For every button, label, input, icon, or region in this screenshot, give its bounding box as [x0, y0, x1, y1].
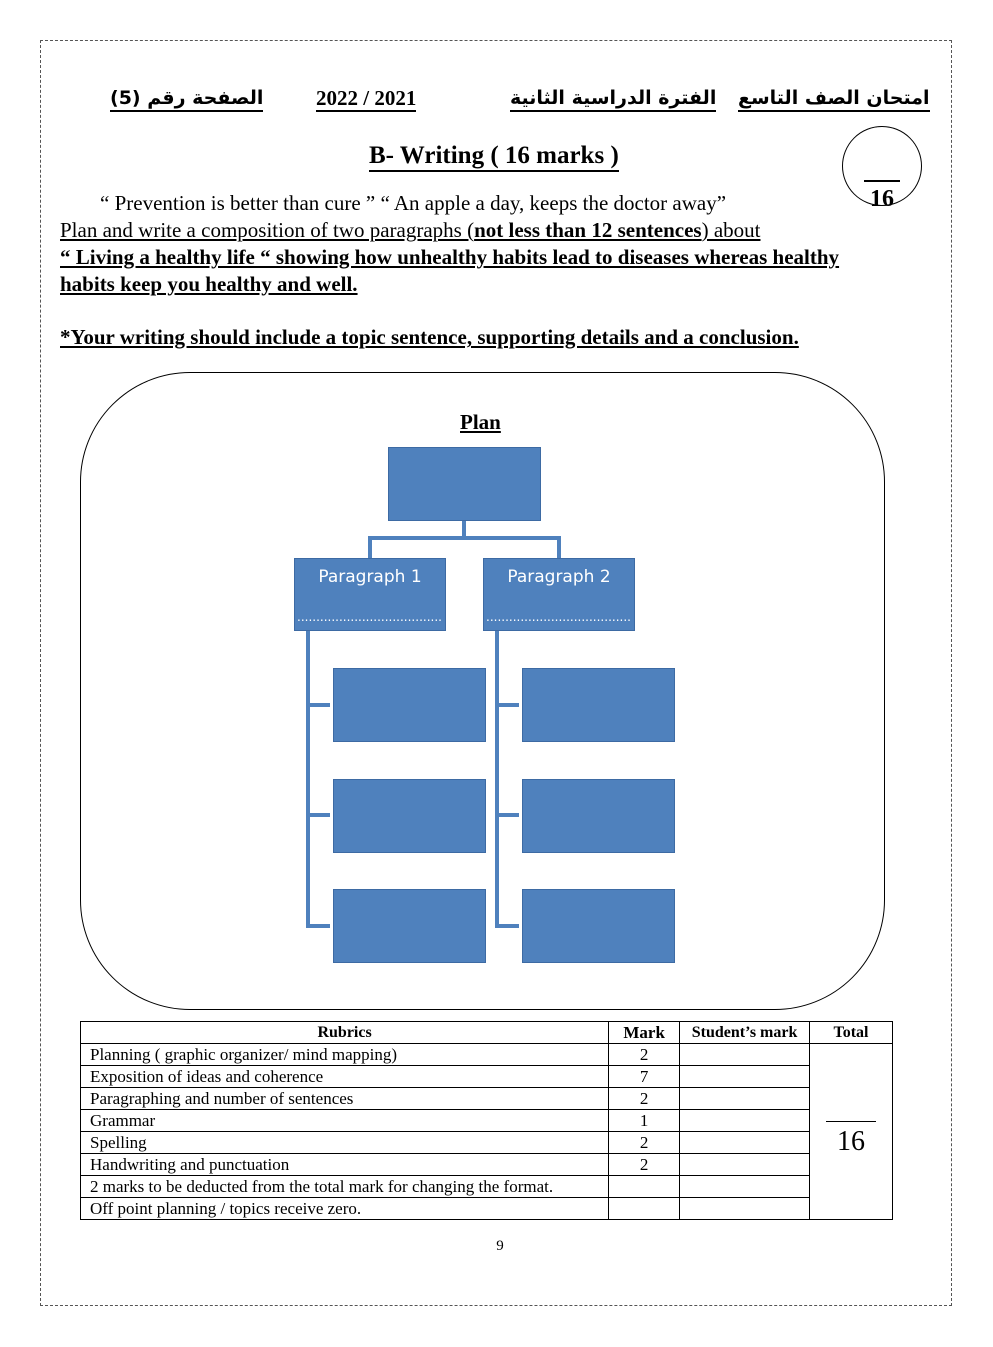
rubric-mark: [608, 1197, 681, 1220]
rubric-table: Rubrics Mark Student’s mark Total Planni…: [79, 1021, 893, 1220]
rubric-criterion: Paragraphing and number of sentences: [79, 1087, 610, 1110]
topic-line-1: “ Living a healthy life “ showing how un…: [60, 245, 840, 269]
rubric-header-row: Rubrics Mark Student’s mark Total: [79, 1021, 893, 1044]
rubric-criterion: Exposition of ideas and coherence: [79, 1065, 610, 1088]
student-mark-cell[interactable]: [679, 1175, 810, 1198]
writing-note: *Your writing should include a topic sen…: [60, 325, 799, 349]
rubric-mark: 2: [608, 1153, 681, 1176]
quote-line: “ Prevention is better than cure ” “ An …: [100, 191, 727, 215]
p2-detail-box-2: [522, 779, 675, 853]
term-label: الفترة الدراسية الثانية: [510, 86, 717, 112]
score-circle: [842, 126, 922, 206]
student-mark-cell[interactable]: [679, 1043, 810, 1066]
p1-detail-box-2: [333, 779, 486, 853]
plan-frame: [80, 372, 885, 1010]
sentence-requirement: not less than 12 sentences: [474, 218, 702, 242]
instruction-line-1a: Plan and write a composition of two para…: [60, 218, 475, 242]
connector-right-drop: [557, 536, 561, 558]
page-label: الصفحة رقم (5): [110, 86, 264, 112]
header-total: Total: [809, 1021, 893, 1044]
exam-title: امتحان الصف التاسع: [738, 86, 930, 112]
p1-detail-box-1: [333, 668, 486, 742]
rubric-mark: 7: [608, 1065, 681, 1088]
topic-line-2: habits keep you healthy and well.: [60, 272, 358, 296]
table-row: Spelling 2: [79, 1131, 893, 1154]
student-mark-cell[interactable]: [679, 1197, 810, 1220]
student-mark-cell[interactable]: [679, 1109, 810, 1132]
paragraph-2-dots: ........................................…: [486, 610, 632, 624]
academic-year: 2022 / 2021: [316, 86, 417, 112]
rubric-mark: 1: [608, 1109, 681, 1132]
student-mark-cell[interactable]: [679, 1153, 810, 1176]
p2-detail-box-1: [522, 668, 675, 742]
page-label-number: (5): [110, 87, 141, 109]
student-mark-cell[interactable]: [679, 1131, 810, 1154]
table-row: Paragraphing and number of sentences 2: [79, 1087, 893, 1110]
connector-top: [462, 520, 466, 538]
page-label-text: الصفحة رقم: [147, 87, 264, 109]
student-mark-cell[interactable]: [679, 1087, 810, 1110]
paragraph-1-box: Paragraph 1 ............................…: [294, 558, 446, 631]
p2-detail-box-3: [522, 889, 675, 963]
rubric-mark: 2: [608, 1087, 681, 1110]
student-mark-cell[interactable]: [679, 1065, 810, 1088]
paragraph-1-dots: ........................................…: [297, 610, 443, 624]
total-value: 16: [837, 1125, 865, 1157]
rubric-criterion: Handwriting and punctuation: [79, 1153, 610, 1176]
rubric-mark: 2: [608, 1043, 681, 1066]
rubric-criterion: Spelling: [79, 1131, 610, 1154]
rubric-criterion: Planning ( graphic organizer/ mind mappi…: [79, 1043, 610, 1066]
page-border: [40, 40, 952, 1306]
rubric-mark: [608, 1175, 681, 1198]
header-rubrics: Rubrics: [79, 1021, 610, 1044]
table-row: Exposition of ideas and coherence 7: [79, 1065, 893, 1088]
header-students-mark: Student’s mark: [679, 1021, 810, 1044]
instruction-line-1c: ) about: [701, 218, 761, 242]
section-title: B- Writing ( 16 marks ): [369, 142, 619, 172]
paragraph-2-label: Paragraph 2: [507, 567, 611, 587]
connector-p2-branch-2: [495, 813, 519, 817]
plan-title: Plan: [460, 410, 501, 434]
connector-horizontal: [368, 536, 561, 540]
connector-p1-branch-3: [306, 924, 330, 928]
page-number: 9: [496, 1238, 504, 1254]
main-idea-box: [388, 447, 541, 521]
paragraph-1-label: Paragraph 1: [318, 567, 422, 587]
rubric-criterion: 2 marks to be deducted from the total ma…: [79, 1175, 610, 1198]
table-row: Handwriting and punctuation 2: [79, 1153, 893, 1176]
table-row: Off point planning / topics receive zero…: [79, 1197, 893, 1220]
connector-p2-branch-3: [495, 924, 519, 928]
table-row: Planning ( graphic organizer/ mind mappi…: [79, 1043, 893, 1220]
connector-p1-spine: [306, 630, 310, 928]
table-row: Grammar 1: [79, 1109, 893, 1132]
connector-left-drop: [368, 536, 372, 558]
p1-detail-box-3: [333, 889, 486, 963]
rubric-criterion: Off point planning / topics receive zero…: [79, 1197, 610, 1220]
header-mark: Mark: [608, 1021, 681, 1044]
score-line: [864, 180, 900, 182]
total-line: [826, 1120, 876, 1122]
instruction-line-1: Plan and write a composition of two para…: [60, 217, 761, 243]
rubric-mark: 2: [608, 1131, 681, 1154]
score-value: 16: [870, 186, 894, 212]
paragraph-2-box: Paragraph 2 ............................…: [483, 558, 635, 631]
connector-p1-branch-1: [306, 703, 330, 707]
connector-p2-branch-1: [495, 703, 519, 707]
connector-p1-branch-2: [306, 813, 330, 817]
rubric-criterion: Grammar: [79, 1109, 610, 1132]
table-row: 2 marks to be deducted from the total ma…: [79, 1175, 893, 1198]
connector-p2-spine: [495, 630, 499, 928]
total-cell: 16: [809, 1043, 893, 1220]
